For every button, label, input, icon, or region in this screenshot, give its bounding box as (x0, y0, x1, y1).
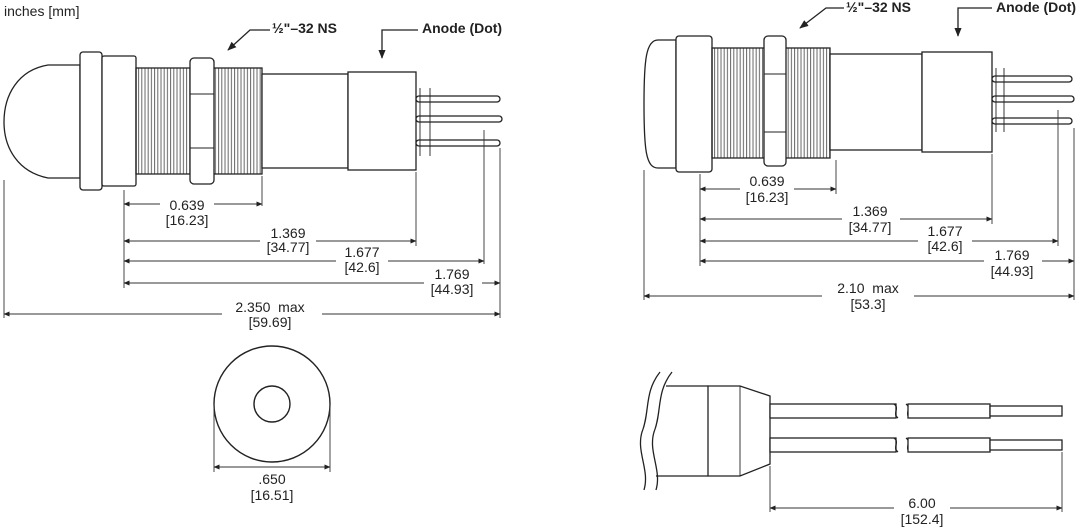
dim-wire-600-mm: [152.4] (901, 511, 944, 527)
right-callouts: ½"–32 NS Anode (Dot) (799, 0, 1076, 37)
dim-left-1677-mm: [42.6] (344, 259, 379, 275)
flat-lamp-side-view (643, 35, 1075, 173)
dim-right-1769-in: 1.769 (994, 247, 1029, 263)
wire-lead-view: 6.00 [152.4] (639, 371, 1063, 530)
anode-callout-right: Anode (Dot) (996, 0, 1076, 15)
thread-callout-left: ½"–32 NS (272, 20, 337, 36)
end-view: .650 [16.51] (213, 345, 331, 504)
terminal-pin-1 (415, 95, 501, 103)
dim-left-1677-in: 1.677 (344, 244, 379, 260)
dim-wire-600-in: 6.00 (908, 495, 935, 511)
thread-callout-right: ½"–32 NS (846, 0, 911, 15)
hex-nut (189, 57, 215, 185)
terminal-block-right (921, 51, 993, 153)
left-dimension-labels: 0.639 [16.23] 1.369 [34.77] 1.677 [42.6]… (160, 196, 482, 332)
anode-callout-left: Anode (Dot) (422, 20, 502, 36)
wire-2-segment-a (769, 437, 897, 453)
flat-lens (643, 39, 677, 169)
bezel-right (675, 35, 713, 173)
dim-left-1769-in: 1.769 (434, 266, 469, 282)
terminal-pin-right-2 (991, 95, 1075, 103)
hex-nut-right (763, 35, 787, 167)
wire-1-segment-a (769, 403, 897, 419)
terminal-pin-right-3 (991, 117, 1073, 125)
terminal-pin-3 (415, 139, 501, 147)
dim-right-210-in: 2.10 max (837, 280, 898, 296)
dim-left-1369-mm: [34.77] (267, 239, 310, 255)
dim-left-2350-in: 2.350 max (235, 299, 304, 315)
dome-lamp-side-view (3, 51, 503, 191)
dim-right-1677-in: 1.677 (927, 223, 962, 239)
end-view-inner-circle (253, 385, 291, 423)
dim-right-210-mm: [53.3] (850, 296, 885, 312)
wire-1-stripped-end (989, 405, 1063, 417)
rear-housing (261, 73, 349, 169)
units-label: inches [mm] (4, 3, 79, 19)
bezel (79, 51, 103, 191)
dim-right-1677-mm: [42.6] (927, 238, 962, 254)
wire-2-stripped-end (989, 439, 1063, 451)
left-callouts: ½"–32 NS Anode (Dot) (227, 20, 502, 59)
rear-housing-right (829, 53, 923, 151)
dim-left-0639-mm: [16.23] (166, 212, 209, 228)
wire-lead-housing (707, 385, 771, 477)
terminal-pin-2 (415, 115, 503, 123)
dim-right-1769-mm: [44.93] (991, 263, 1034, 279)
dome-lens (3, 64, 81, 179)
dim-right-0639-in: 0.639 (749, 173, 784, 189)
dim-end-650-mm: [16.51] (251, 487, 294, 503)
dim-end-650-in: .650 (258, 471, 285, 487)
right-dimension-labels: 0.639 [16.23] 1.369 [34.77] 1.677 [42.6]… (740, 172, 1042, 314)
dim-left-2350-mm: [59.69] (249, 314, 292, 330)
dim-left-1769-mm: [44.93] (431, 281, 474, 297)
wire-1-segment-b (907, 403, 991, 419)
bezel-ring (101, 55, 137, 187)
dim-right-1369-mm: [34.77] (849, 219, 892, 235)
wire-2-segment-b (907, 437, 991, 453)
dim-right-0639-mm: [16.23] (746, 189, 789, 205)
terminal-block (347, 71, 417, 171)
dim-right-1369-in: 1.369 (852, 203, 887, 219)
dim-left-1369-in: 1.369 (270, 225, 305, 241)
terminal-pin-right-1 (991, 75, 1073, 83)
dim-left-0639-in: 0.639 (169, 197, 204, 213)
